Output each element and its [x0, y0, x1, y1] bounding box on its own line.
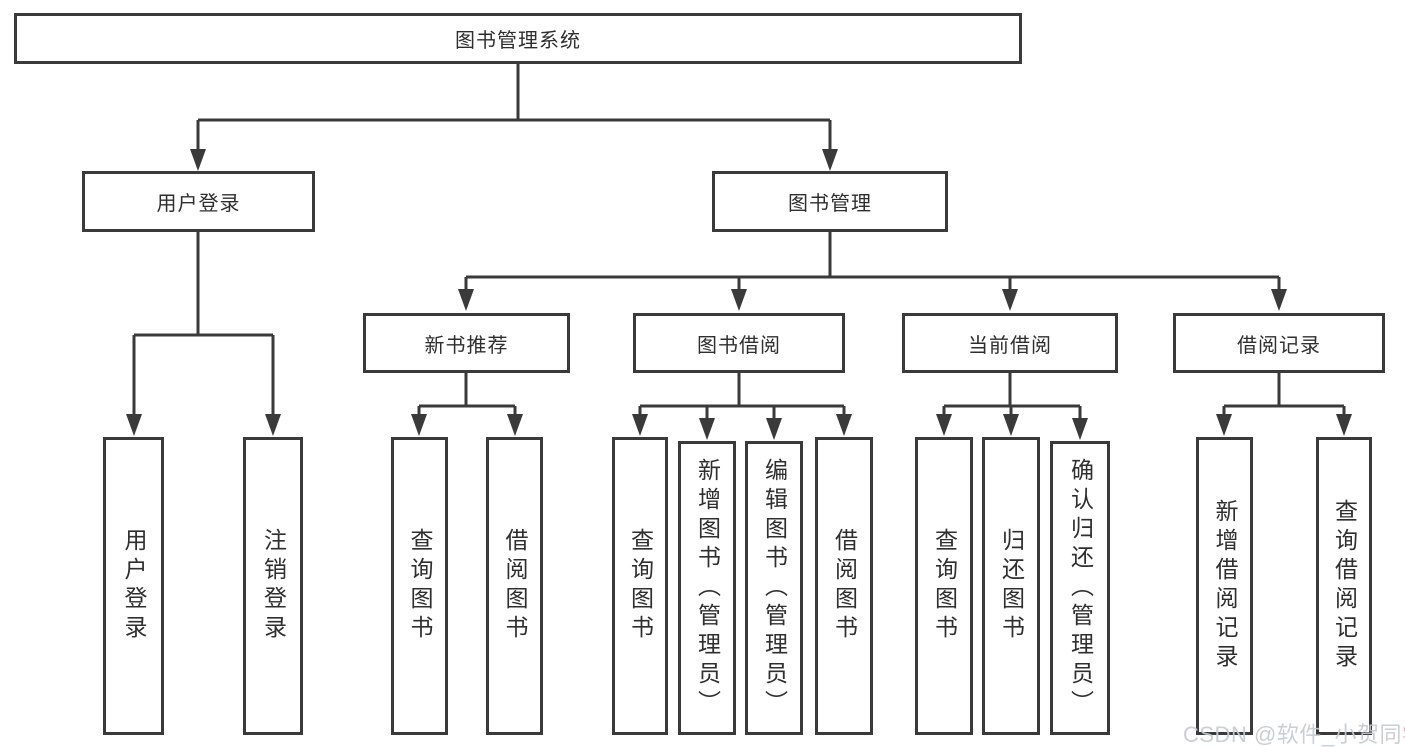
node-current-borrowing: 当前借阅	[902, 313, 1118, 373]
arrowhead	[632, 414, 648, 436]
arrowhead	[458, 289, 474, 311]
csdn-watermark: CSDN @软件_小贺同学	[1183, 717, 1405, 747]
node-label: 图书管理	[788, 193, 872, 215]
arrowhead	[126, 414, 142, 436]
node-user-login: 用户登录	[82, 171, 315, 232]
leaf-query-books-newbooks: 查询图书	[391, 437, 448, 735]
node-label: 查询借阅记录	[1331, 499, 1358, 673]
leaf-logout: 注销登录	[243, 437, 303, 735]
leaf-confirm-return-admin: 确认归还（管理员）	[1050, 441, 1110, 735]
arrowhead	[822, 149, 838, 171]
arrowhead	[936, 414, 952, 436]
arrowhead	[411, 414, 427, 436]
node-root-system: 图书管理系统	[14, 13, 1022, 64]
node-label: 借阅图书	[831, 528, 858, 644]
arrowhead	[190, 149, 206, 171]
leaf-borrow-books-newbooks: 借阅图书	[486, 437, 543, 735]
leaf-query-books-borrowing: 查询图书	[612, 437, 668, 735]
watermark-accent: 学	[1402, 722, 1405, 747]
leaf-query-borrow-record: 查询借阅记录	[1316, 437, 1372, 735]
node-label: 图书管理系统	[455, 30, 581, 52]
arrowhead	[731, 289, 747, 311]
arrowhead	[1002, 289, 1018, 311]
arrowhead	[1216, 414, 1232, 436]
node-label: 图书借阅	[697, 334, 781, 357]
node-label: 查询图书	[931, 528, 958, 644]
connector-newbooks-to-leaves	[417, 373, 517, 417]
connector-current-to-leaves	[942, 373, 1082, 421]
arrowhead	[1003, 414, 1019, 436]
arrowhead	[1271, 289, 1287, 311]
node-borrowing-records: 借阅记录	[1173, 313, 1385, 373]
node-label: 用户登录	[156, 193, 241, 215]
arrowhead	[836, 414, 852, 436]
arrowhead	[1336, 414, 1352, 436]
connector-userlogin-to-leaves	[132, 232, 275, 417]
leaf-add-books-admin: 新增图书（管理员）	[678, 441, 736, 735]
arrowhead	[507, 414, 523, 436]
node-label: 确认归还（管理员）	[1067, 457, 1094, 719]
arrowhead	[1072, 418, 1088, 440]
node-label: 编辑图书（管理员）	[761, 457, 788, 719]
leaf-add-borrow-record: 新增借阅记录	[1196, 437, 1253, 735]
arrowhead	[265, 414, 281, 436]
node-label: 查询图书	[407, 528, 433, 644]
node-book-management: 图书管理	[712, 171, 948, 232]
leaf-edit-books-admin: 编辑图书（管理员）	[745, 441, 803, 735]
node-label: 注销登录	[260, 528, 287, 644]
leaf-return-books: 归还图书	[982, 437, 1040, 735]
node-label: 归还图书	[998, 528, 1025, 644]
node-label: 当前借阅	[968, 334, 1052, 357]
node-label: 用户登录	[121, 528, 147, 644]
node-label: 新书推荐	[424, 334, 509, 357]
connector-bookmgmt-to-level3	[464, 232, 1281, 292]
connector-root-to-level2	[196, 63, 832, 152]
watermark-text: CSDN @软件_小贺同	[1183, 722, 1403, 747]
arrowhead	[766, 418, 782, 440]
node-label: 新增借阅记录	[1212, 499, 1238, 673]
node-label: 借阅记录	[1237, 334, 1321, 357]
leaf-borrow-books-borrowing: 借阅图书	[815, 437, 873, 735]
leaf-query-books-current: 查询图书	[915, 437, 973, 735]
node-new-book-recommend: 新书推荐	[363, 313, 570, 373]
arrowheads	[126, 149, 1352, 440]
connector-records-to-leaves	[1222, 373, 1346, 417]
leaf-user-login: 用户登录	[103, 437, 164, 735]
node-label: 查询图书	[627, 528, 654, 644]
arrowhead	[699, 418, 715, 440]
node-label: 新增图书（管理员）	[694, 457, 721, 719]
node-book-borrowing: 图书借阅	[633, 313, 845, 373]
connector-borrowing-to-leaves	[638, 373, 846, 421]
node-label: 借阅图书	[502, 528, 528, 644]
